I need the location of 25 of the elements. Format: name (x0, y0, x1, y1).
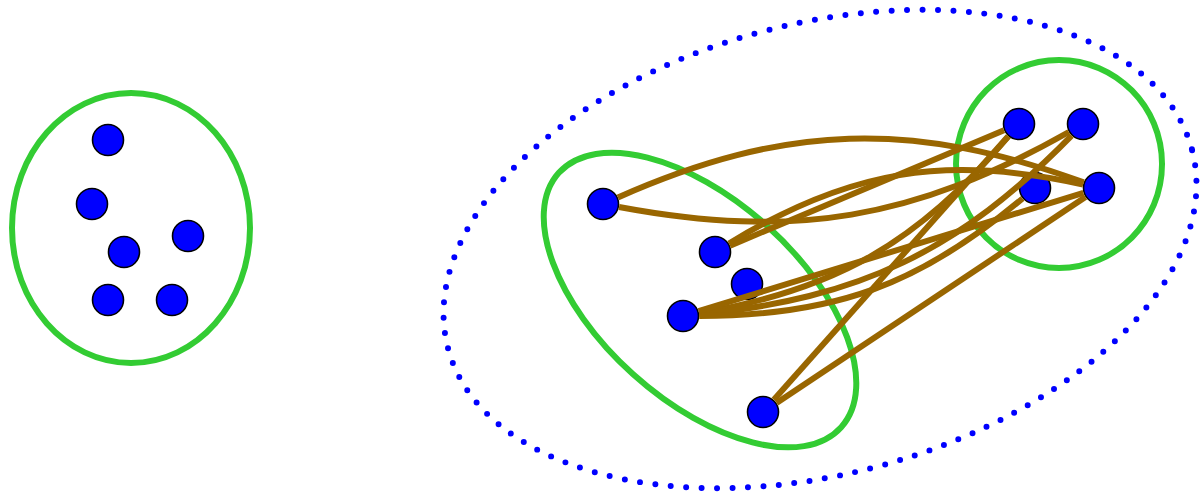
dot (698, 235, 732, 269)
dot (1018, 171, 1052, 205)
dot (155, 283, 189, 317)
dot (91, 283, 125, 317)
link-line (774, 194, 1088, 406)
link-line (618, 129, 1071, 225)
dot (730, 267, 764, 301)
group-ellipse (953, 57, 1165, 271)
dot (666, 299, 700, 333)
link-line (699, 196, 1025, 319)
dot (746, 395, 780, 429)
dot (586, 187, 620, 221)
dot (91, 123, 125, 157)
link-line (728, 127, 1006, 249)
link-line (771, 134, 1011, 402)
group-ellipse (9, 90, 253, 366)
link-line (616, 135, 1085, 201)
link-line (697, 189, 1085, 315)
dot (75, 187, 109, 221)
dot (171, 219, 205, 253)
link-line (727, 167, 1084, 247)
dot (1002, 107, 1036, 141)
dot (1066, 107, 1100, 141)
dot (107, 235, 141, 269)
dot (1082, 171, 1116, 205)
